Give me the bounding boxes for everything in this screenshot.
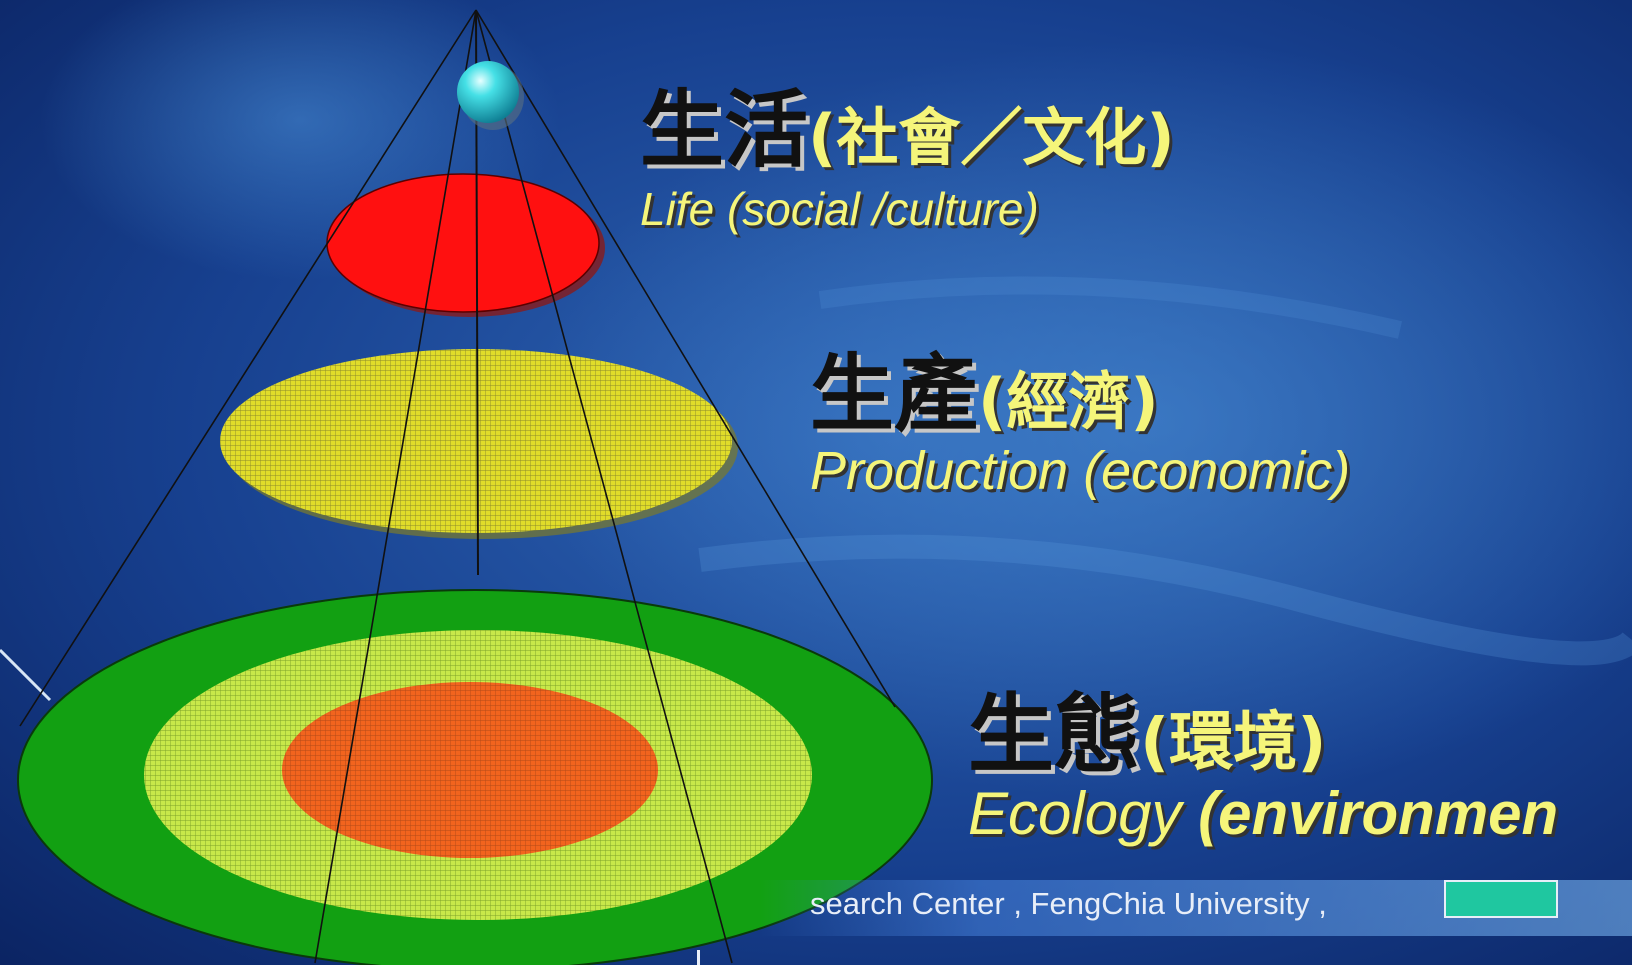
production-title-en: Production <box>810 441 1069 501</box>
ecology-title-en: Ecology <box>968 780 1182 847</box>
life-subtitle-zh: (社會／文化) <box>808 101 1175 174</box>
life-title-zh: 生活 <box>640 81 809 179</box>
production-title-zh: 生產 <box>810 345 979 443</box>
ecology-title-zh: 生態 <box>968 685 1140 785</box>
ecology-subtitle-zh: (環境) <box>1140 706 1327 780</box>
life-disc <box>326 173 600 313</box>
production-disc <box>220 349 732 533</box>
life-subtitle-en: (social /culture) <box>726 183 1039 235</box>
ecology-subtitle-en: (environmen <box>1198 780 1559 847</box>
life-label: 生活(社會／文化) Life (social /culture) <box>640 88 1175 232</box>
production-subtitle-zh: (經濟) <box>978 365 1159 438</box>
cone-rays <box>19 9 896 964</box>
production-subtitle-en: (economic) <box>1083 441 1351 501</box>
ecology-inner-core <box>282 682 658 858</box>
life-title-en: Life <box>640 183 715 235</box>
ecology-label: 生態(環境) Ecology (environmen <box>968 692 1558 844</box>
production-label: 生產(經濟) Production (economic) <box>810 352 1350 498</box>
footer-tick <box>697 950 700 965</box>
teal-badge <box>1444 880 1558 918</box>
apex-sphere <box>457 61 519 123</box>
footer-text: search Center , FengChia University , <box>810 886 1327 921</box>
